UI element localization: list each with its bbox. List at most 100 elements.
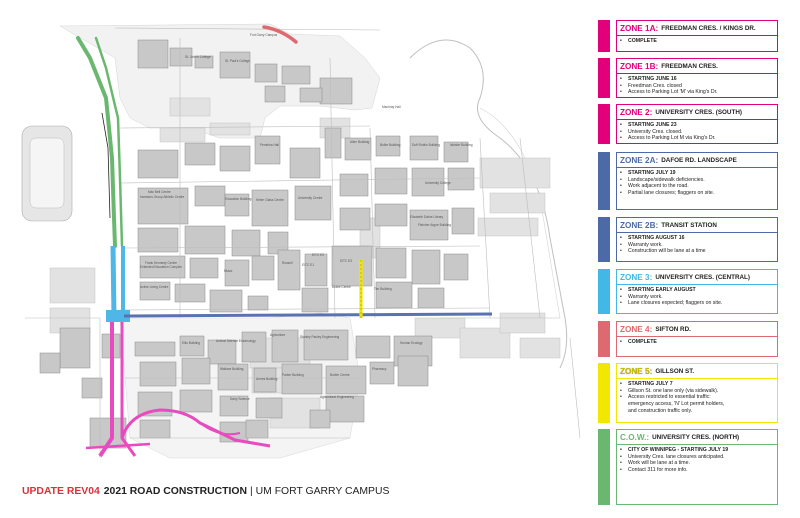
- zone-1b-name: FREEDMAN CRES.: [661, 62, 718, 70]
- bullet-icon: •: [620, 387, 622, 394]
- campus-building: [339, 207, 371, 231]
- zone-3-box: ZONE 3:UNIVERSITY CRES. (CENTRAL)•STARTI…: [616, 269, 778, 314]
- zone-3-card: ZONE 3:UNIVERSITY CRES. (CENTRAL)•STARTI…: [598, 269, 778, 314]
- zone-2-id: ZONE 2:: [620, 107, 653, 117]
- detail-text: Work will be lane at a time.: [628, 460, 690, 467]
- title-separator: |: [249, 485, 253, 497]
- zone-2a-road-highlight[interactable]: [123, 312, 493, 318]
- zone-1a-detail-line: •COMPLETE: [620, 38, 774, 45]
- zone-2-road-highlight[interactable]: [120, 408, 271, 448]
- zone-2-detail-line: •STARTING JUNE 23: [620, 122, 774, 129]
- zone-1b-detail-line: •STARTING JUNE 16: [620, 76, 774, 83]
- campus-building: [39, 352, 61, 374]
- detail-text: STARTING EARLY AUGUST: [628, 287, 696, 293]
- building-label: Music: [224, 269, 233, 273]
- cow-road-secondary-highlight[interactable]: [94, 36, 124, 248]
- zone-2-box: ZONE 2:UNIVERSITY CRES. (SOUTH)•STARTING…: [616, 104, 778, 144]
- campus-building: [411, 249, 441, 285]
- building-label: Pembina Hall: [260, 143, 279, 147]
- fence-line: [101, 112, 111, 219]
- zone-2a-id: ZONE 2A:: [620, 155, 659, 165]
- zone-4-card: ZONE 4:SIFTON RD. •COMPLETE: [598, 321, 778, 357]
- zone-2-ramp-highlight[interactable]: [199, 422, 241, 436]
- zone-5-detail-line: •Access restricted to essential traffic:: [620, 394, 774, 401]
- zone-4-detail-line: •COMPLETE: [620, 339, 774, 346]
- campus-building: [251, 189, 289, 227]
- zone-5-name: GILLSON ST.: [655, 367, 695, 375]
- zone-cow-color-swatch: [598, 429, 610, 505]
- detail-text: STARTING JUNE 23: [628, 122, 677, 128]
- campus-building: [189, 257, 219, 279]
- building-label: Investors Group Athletic Centre: [140, 195, 185, 199]
- campus-building: [251, 255, 275, 281]
- zone-1a-color-swatch: [598, 20, 610, 52]
- zone-2a-color-swatch: [598, 152, 610, 210]
- bullet-icon: [620, 401, 628, 408]
- campus-road: [119, 125, 371, 129]
- building-label: Tier Building: [374, 287, 392, 291]
- zone-2-details: •STARTING JUNE 23•University Cres. close…: [617, 120, 777, 142]
- cow-road-highlight[interactable]: [76, 36, 117, 248]
- parking-lot: [519, 337, 561, 359]
- campus-building: [241, 331, 267, 363]
- zone-3-road-highlight[interactable]: [110, 245, 117, 319]
- building-label: Armes Building: [256, 377, 278, 381]
- zone-4-name: SIFTON RD.: [655, 325, 691, 333]
- campus-building: [139, 419, 171, 439]
- campus-building: [137, 391, 173, 417]
- detail-text: Construction will be lane at a time: [628, 248, 706, 255]
- zone-3-intersection-highlight[interactable]: [106, 310, 130, 322]
- building-label: Allen Building: [350, 140, 370, 144]
- building-label: Max Bell Centre: [148, 190, 171, 194]
- zone-1a-road-highlight[interactable]: [98, 322, 114, 458]
- campus-building: [139, 281, 171, 301]
- zone-2a-box: ZONE 2A:DAFOE RD. LANDSCAPE•STARTING JUL…: [616, 152, 778, 210]
- zone-5-color-swatch: [598, 363, 610, 423]
- campus-building: [397, 355, 429, 387]
- zone-4-road-highlight[interactable]: [262, 25, 298, 44]
- campus-building: [289, 147, 321, 179]
- building-label: EITC E3: [340, 259, 352, 263]
- campus-building: [409, 135, 439, 161]
- zone-2b-details: •STARTING AUGUST 16•Warranty work.•Const…: [617, 233, 777, 255]
- zone-5-detail-line: •Gillson St. one lane only (via sidewalk…: [620, 388, 774, 395]
- building-label: Fort Garry Campus: [250, 33, 278, 37]
- campus-building: [451, 207, 475, 235]
- detail-text: Access to Parking Lot M via King's Dr.: [628, 135, 716, 142]
- campus-building: [169, 47, 193, 67]
- campus-building: [231, 229, 261, 257]
- bullet-icon: •: [620, 128, 622, 135]
- campus-building: [375, 281, 413, 309]
- zone-5-detail-line: •STARTING JULY 7: [620, 381, 774, 388]
- detail-text: Landscape/sidewalk deficiencies.: [628, 176, 705, 183]
- zone-1a-crossroad-highlight[interactable]: [85, 442, 151, 450]
- campus-building: [219, 51, 251, 79]
- zone-1a-card: ZONE 1A:FREEDMAN CRES. / KINGS DR.•COMPL…: [598, 20, 778, 52]
- stadium-field: [29, 137, 65, 209]
- campus-building: [179, 335, 205, 357]
- zone-1b-id: ZONE 1B:: [620, 61, 659, 71]
- zone-5-detail-line: and construction traffic only.: [620, 408, 774, 415]
- zone-2-detail-line: •University Cres. closed.: [620, 129, 774, 136]
- campus-road: [479, 137, 491, 319]
- bullet-icon: •: [620, 82, 622, 89]
- campus-building: [207, 339, 237, 365]
- bullet-icon: •: [620, 293, 622, 300]
- campus-name: UM FORT GARRY CAMPUS: [255, 485, 390, 497]
- building-label: Drake Centre: [332, 285, 351, 289]
- campus-road: [519, 137, 541, 319]
- building-label: Extended Education Complex: [140, 265, 182, 269]
- zone-4-id: ZONE 4:: [620, 324, 653, 334]
- zone-2b-header: ZONE 2B:TRANSIT STATION: [617, 218, 777, 233]
- zone-1a-details: •COMPLETE: [617, 36, 777, 45]
- campus-building: [369, 361, 395, 385]
- campus-building: [219, 145, 251, 172]
- zone-cow-id: C.O.W.:: [620, 432, 650, 442]
- detail-text: Work adjacent to the road.: [628, 183, 689, 190]
- campus-building: [59, 327, 91, 369]
- zone-4-details: •COMPLETE: [617, 337, 777, 346]
- zone-cow-details: •CITY OF WINNIPEG - STARTING JULY 19•Uni…: [617, 445, 777, 474]
- detail-text: STARTING JULY 19: [628, 170, 676, 176]
- zone-3-name: UNIVERSITY CRES. (CENTRAL): [655, 273, 751, 281]
